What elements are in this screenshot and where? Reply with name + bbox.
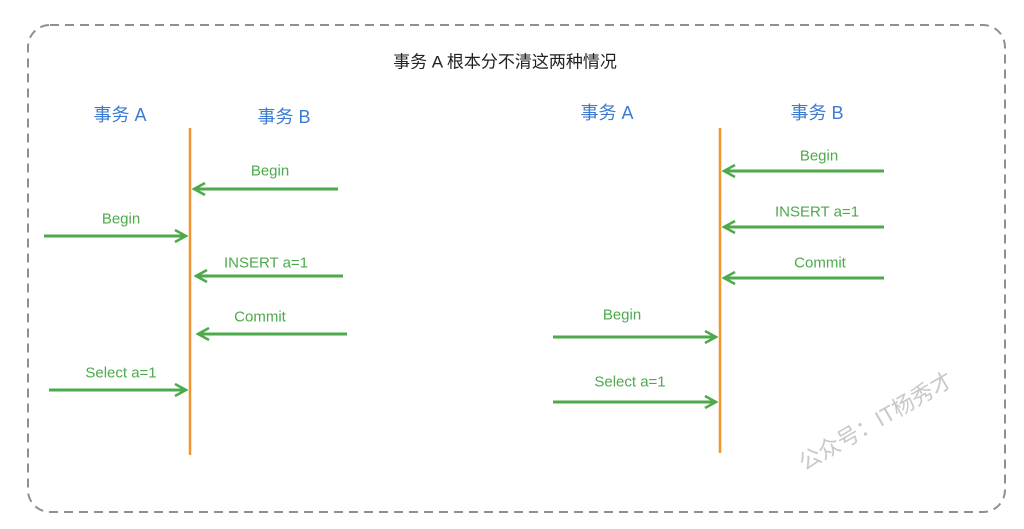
right-label-b-insert: INSERT a=1 — [774, 203, 860, 221]
left-label-b-insert: INSERT a=1 — [223, 254, 309, 272]
right-label-a-begin: Begin — [602, 306, 642, 324]
dashed-border — [27, 24, 1006, 513]
right-label-a-select: Select a=1 — [594, 373, 666, 391]
left-header-a: 事务 A — [93, 105, 147, 125]
diagram-title: 事务 A 根本分不清这两种情况 — [393, 52, 617, 72]
left-label-a-begin: Begin — [101, 210, 141, 228]
left-label-b-commit: Commit — [234, 308, 286, 326]
left-label-b-begin: Begin — [250, 162, 290, 180]
left-header-b: 事务 B — [257, 107, 311, 127]
right-label-b-commit: Commit — [794, 254, 846, 272]
right-label-b-begin: Begin — [799, 147, 839, 165]
left-label-a-select: Select a=1 — [85, 364, 157, 382]
right-header-a: 事务 A — [580, 103, 634, 123]
right-header-b: 事务 B — [790, 103, 844, 123]
